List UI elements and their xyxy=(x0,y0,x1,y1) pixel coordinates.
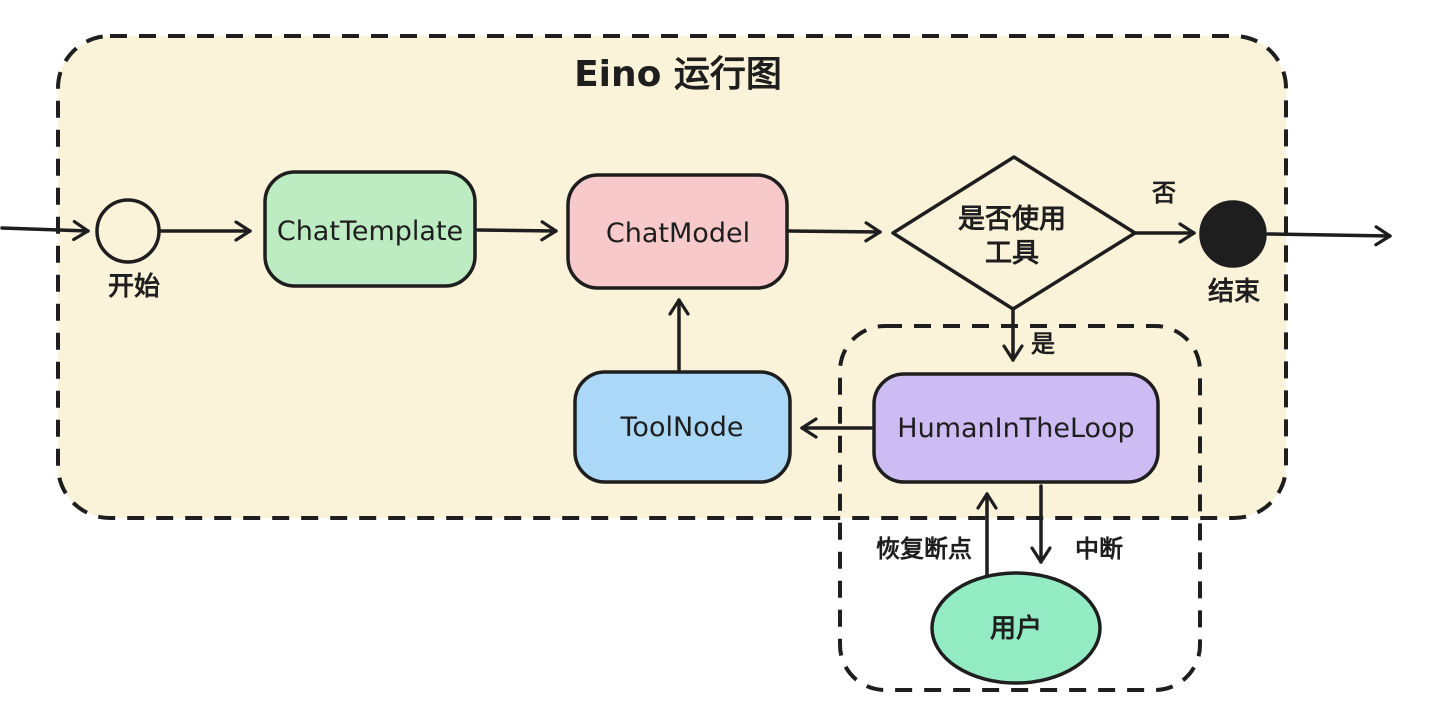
chattemplate-label: ChatTemplate xyxy=(277,216,463,247)
edge-label-yes: 是 xyxy=(1031,330,1055,358)
user-node xyxy=(930,571,1102,685)
toolnode-node xyxy=(573,370,792,484)
decision-label-line1: 是否使用 xyxy=(958,204,1066,235)
edge-end-outgoing xyxy=(1266,225,1392,247)
edge-chattemplate-to-chatmodel xyxy=(476,220,558,242)
humanintheloop-label: HumanInTheLoop xyxy=(897,413,1134,444)
user-label: 用户 xyxy=(990,613,1042,644)
toolnode-label: ToolNode xyxy=(620,412,744,443)
edge-chatmodel-to-decision xyxy=(787,221,882,243)
diagram-title: Eino 运行图 xyxy=(574,54,782,95)
decision-node xyxy=(891,155,1137,311)
start-node xyxy=(95,198,161,264)
inner-container-box xyxy=(838,324,1202,692)
chatmodel-node xyxy=(566,173,789,290)
end-label: 结束 xyxy=(1208,276,1261,307)
chatmodel-label: ChatModel xyxy=(606,218,750,249)
start-label: 开始 xyxy=(108,272,160,302)
decision-label-line2: 工具 xyxy=(985,238,1039,269)
humanintheloop-node xyxy=(872,372,1160,484)
end-node xyxy=(1199,200,1267,268)
chattemplate-node xyxy=(263,170,477,288)
edge-label-interrupt: 中断 xyxy=(1075,535,1123,563)
edge-incoming-to-start xyxy=(0,219,90,242)
edge-label-no: 否 xyxy=(1151,179,1176,207)
edge-label-resume-breakpoint: 恢复断点 xyxy=(876,535,972,563)
